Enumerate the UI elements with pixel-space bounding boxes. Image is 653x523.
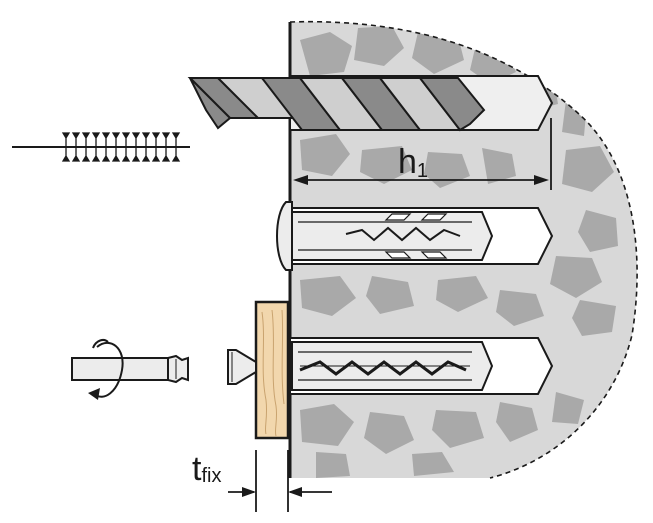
drill-depth-label: h1 — [398, 143, 428, 182]
aggregate-stones — [300, 26, 618, 478]
brush-icon — [12, 132, 190, 162]
wall-boundary-dashed — [289, 20, 638, 479]
drill-depth-dimension: h1 — [293, 118, 552, 190]
drill-bit-icon — [187, 75, 554, 132]
screw-icon — [227, 349, 257, 385]
fixture-thickness-dimension: tfix — [192, 450, 332, 512]
screwdriver-bit-icon — [71, 354, 189, 384]
installed-anchor — [289, 337, 554, 395]
fixture-thickness-label: tfix — [192, 450, 221, 488]
wooden-fixture — [254, 300, 290, 440]
dowel-anchor-icon — [276, 201, 554, 271]
rotation-arrow-icon — [88, 339, 124, 400]
